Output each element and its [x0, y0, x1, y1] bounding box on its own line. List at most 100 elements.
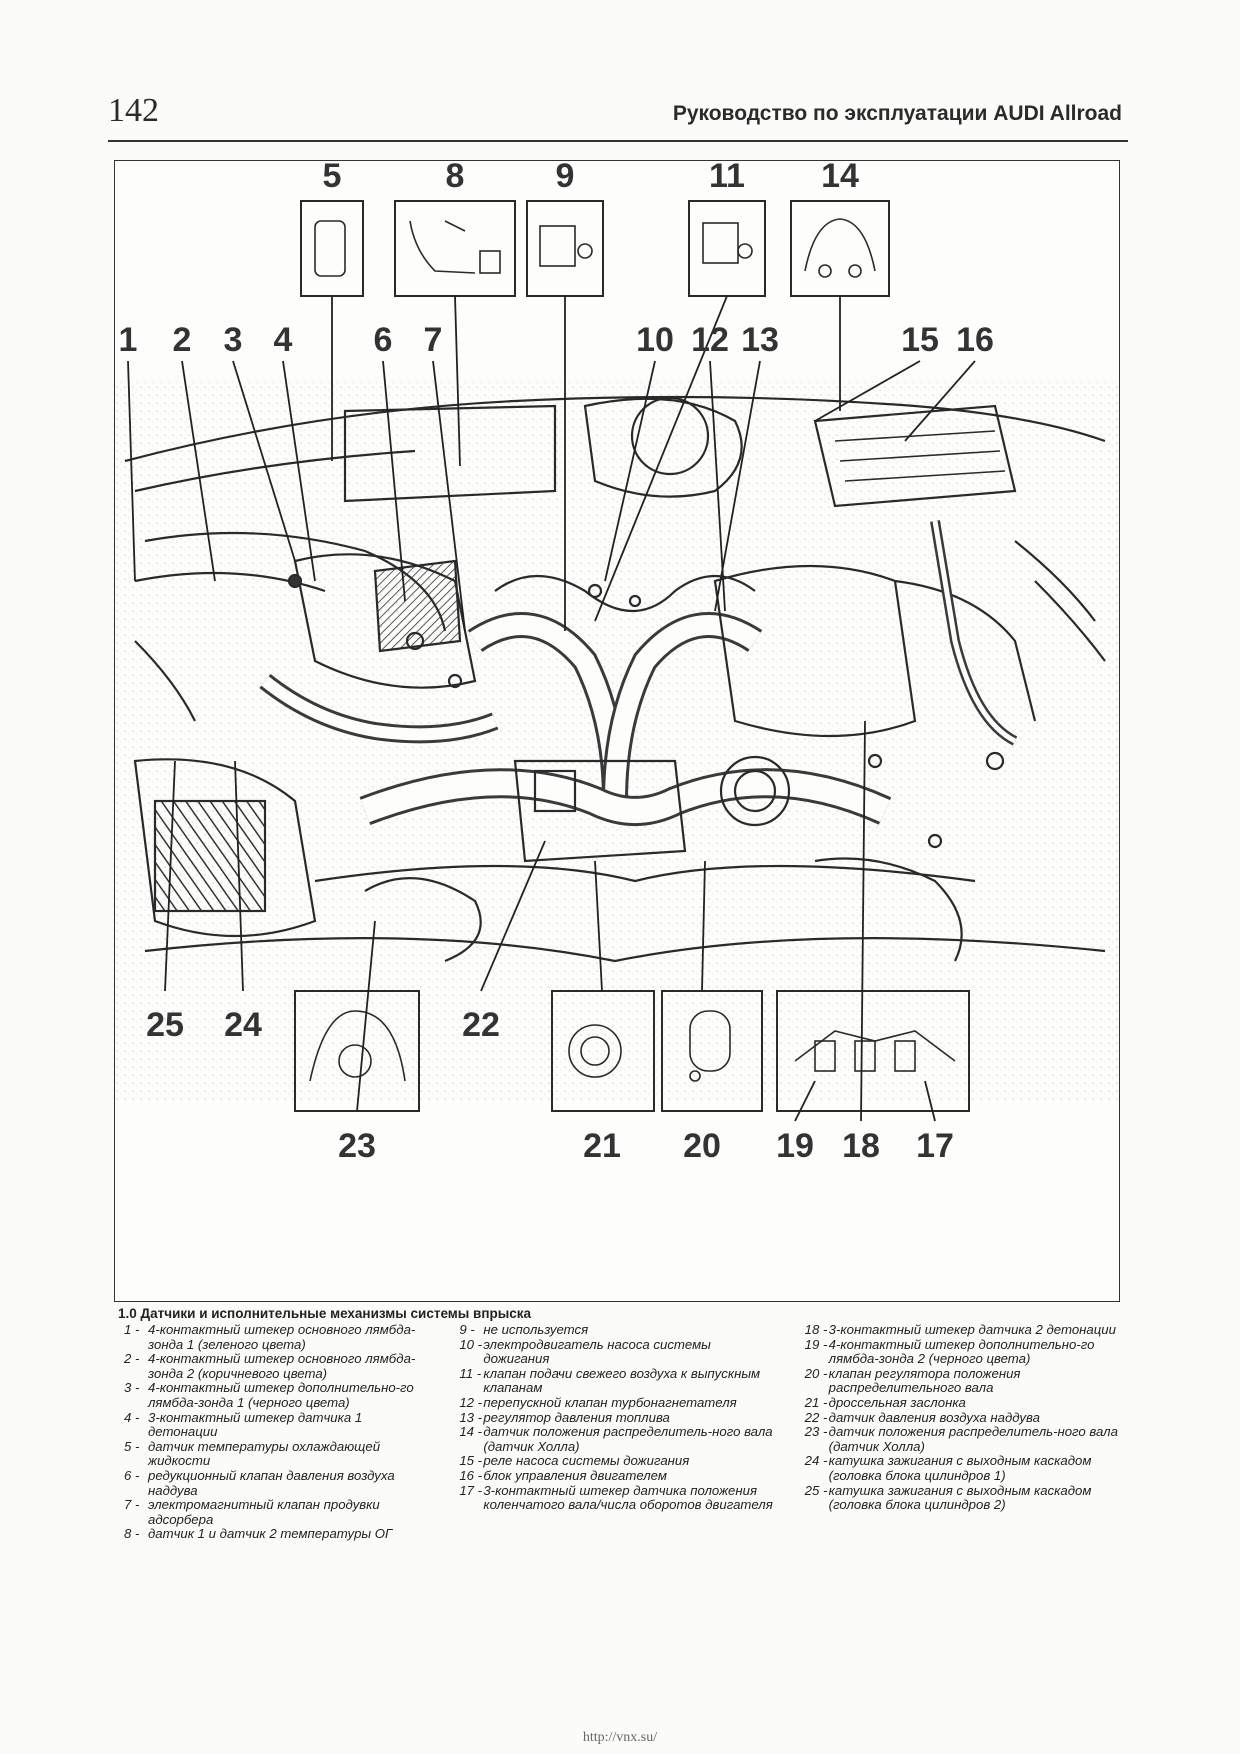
caption-title: 1.0 Датчики и исполнительные механизмы с…	[118, 1306, 532, 1321]
callout-22: 22	[462, 1006, 500, 1044]
callout-9: 9	[556, 161, 575, 195]
legend-item: 2 - 4-контактный штекер основного лямбда-…	[114, 1351, 433, 1381]
legend-item-text: 4-контактный штекер дополнительно-го лям…	[148, 1380, 414, 1410]
legend-item-text: не используется	[483, 1322, 589, 1337]
legend-item: 7 -электромагнитный клапан продувки адсо…	[114, 1497, 433, 1527]
legend-item: 18 -3-контактный штекер датчика 2 детона…	[795, 1322, 1124, 1338]
callout-25: 25	[146, 1006, 184, 1044]
callout-16: 16	[956, 321, 994, 359]
engine-diagram: 5 8 9 11 14 1 2 3 4 6 7 10 12 13 15 16 2…	[115, 161, 1119, 1165]
legend-item-number: 2 -	[124, 1351, 140, 1367]
callout-5: 5	[323, 161, 342, 195]
legend-item-number: 13 -	[459, 1409, 483, 1425]
legend-item-number: 5 -	[124, 1438, 140, 1454]
legend-item-text: катушка зажигания с выходным каскадом (г…	[828, 1453, 1092, 1483]
page-header-title: Руководство по эксплуатации AUDI Allroad	[672, 102, 1122, 125]
legend-item-text: катушка зажигания с выходным каскадом (г…	[828, 1482, 1092, 1513]
legend-item-text: датчик давления воздуха наддува	[828, 1409, 1040, 1425]
callout-6: 6	[374, 321, 393, 359]
inset-20	[661, 990, 763, 1112]
legend-item: 22 -датчик давления воздуха наддува	[795, 1409, 1124, 1426]
legend-item-text: дроссельная заслонка	[828, 1394, 966, 1410]
legend-item-text: 3-контактный штекер датчика положения ко…	[483, 1482, 773, 1513]
callout-13: 13	[741, 321, 779, 359]
legend-item-text: 4-контактный штекер основного лямбда-зон…	[148, 1322, 416, 1352]
callout-19: 19	[776, 1127, 814, 1165]
legend-column-1: 1 -4-контактный штекер основного лямбда-…	[114, 1322, 433, 1542]
legend-item-number: 20 -	[804, 1365, 828, 1381]
page-number: 142	[108, 92, 159, 129]
legend-item-number: 17 -	[459, 1482, 483, 1498]
legend-item: 1 -4-контактный штекер основного лямбда-…	[114, 1322, 433, 1352]
legend-item-number: 24 -	[804, 1453, 828, 1469]
legend-item-text: 3-контактный штекер датчика 1 детонации	[148, 1409, 363, 1440]
callout-10: 10	[636, 321, 674, 359]
callout-11: 11	[709, 161, 745, 195]
legend-item-text: регулятор давления топлива	[483, 1409, 670, 1425]
legend-item: 4 -3-контактный штекер датчика 1 детонац…	[114, 1409, 433, 1440]
callout-18: 18	[842, 1127, 880, 1165]
legend-item-number: 14 -	[459, 1424, 483, 1440]
footer-url: http://vnx.su/	[582, 1730, 658, 1745]
top-inset-boxes	[300, 200, 890, 297]
legend-item: 11 -клапан подачи свежего воздуха к выпу…	[449, 1365, 778, 1396]
legend-item: 24 -катушка зажигания с выходным каскадо…	[795, 1453, 1124, 1483]
legend-item-text: электродвигатель насоса системы дожигани…	[483, 1336, 711, 1367]
callout-20: 20	[683, 1127, 721, 1165]
callout-8: 8	[446, 161, 465, 195]
engine-bay-drawing	[124, 395, 1106, 963]
legend-item-number: 15 -	[459, 1453, 483, 1469]
legend-item-number: 9 -	[459, 1322, 475, 1337]
legend-item: 5 - датчик температуры охлаждающей жидкос…	[114, 1438, 433, 1469]
leader-lines	[127, 295, 976, 1122]
legend-item-text: клапан регулятора положения распределите…	[828, 1365, 1021, 1396]
legend-item-number: 19 -	[804, 1336, 828, 1352]
legend-item-number: 18 -	[804, 1322, 828, 1337]
legend-item-text: 3-контактный штекер датчика 2 детонации	[828, 1322, 1116, 1337]
legend-item: 9 - не используется	[449, 1322, 778, 1338]
legend-item-number: 10 -	[459, 1336, 483, 1352]
callout-17: 17	[916, 1127, 954, 1165]
legend-column-3: 18 -3-контактный штекер датчика 2 детона…	[795, 1322, 1124, 1542]
legend-item: 21 -дроссельная заслонка	[795, 1394, 1124, 1411]
legend-item: 14 -датчик положения распределитель-ного…	[449, 1424, 778, 1454]
legend-item-text: 4-контактный штекер основного лямбда-зон…	[148, 1351, 416, 1381]
legend-item-text: датчик температуры охлаждающей жидкости	[148, 1438, 381, 1469]
callout-23: 23	[338, 1127, 376, 1165]
callout-4: 4	[274, 321, 293, 359]
callout-24: 24	[224, 1006, 262, 1044]
engine-figure: 5 8 9 11 14 1 2 3 4 6 7 10 12 13 15 16 2…	[114, 160, 1120, 1302]
legend-item-number: 12 -	[459, 1394, 483, 1410]
inset-21	[551, 990, 655, 1112]
legend-item: 25 -катушка зажигания с выходным каскадо…	[795, 1482, 1124, 1513]
legend-item-number: 22 -	[804, 1409, 828, 1425]
callout-3: 3	[224, 321, 243, 359]
legend-item-text: 4-контактный штекер дополнительно-го лям…	[828, 1336, 1095, 1367]
callout-14: 14	[821, 161, 859, 195]
inset-8	[394, 200, 516, 297]
legend-item-text: реле насоса системы дожигания	[483, 1453, 690, 1469]
legend-item-number: 3 -	[124, 1380, 140, 1396]
legend-item: 8 -датчик 1 и датчик 2 температуры ОГ	[114, 1527, 433, 1542]
legend-item-number: 6 -	[124, 1467, 140, 1483]
legend-item-text: редукционный клапан давления воздуха над…	[148, 1467, 395, 1498]
callout-12: 12	[691, 321, 729, 359]
legend-item: 13 -регулятор давления топлива	[449, 1409, 778, 1426]
legend-item-text: электромагнитный клапан продувки адсорбе…	[148, 1497, 380, 1527]
legend-item-number: 23 -	[804, 1424, 828, 1440]
callout-21: 21	[583, 1127, 621, 1165]
legend: 1 -4-контактный штекер основного лямбда-…	[114, 1322, 1124, 1542]
legend-item-number: 11 -	[459, 1365, 482, 1381]
legend-item: 10 -электродвигатель насоса системы дожи…	[449, 1336, 778, 1367]
callout-1: 1	[119, 321, 138, 359]
legend-item-text: перепускной клапан турбонагнетателя	[483, 1394, 737, 1410]
inset-14	[790, 200, 890, 297]
legend-item-text: датчик положения распределитель-ного вал…	[828, 1424, 1118, 1454]
callout-2: 2	[173, 321, 192, 359]
legend-item-number: 25 -	[804, 1482, 828, 1498]
inset-17-19	[776, 990, 970, 1112]
inset-11	[688, 200, 766, 297]
legend-item: 23 -датчик положения распределитель-ного…	[795, 1424, 1124, 1454]
callout-15: 15	[901, 321, 939, 359]
